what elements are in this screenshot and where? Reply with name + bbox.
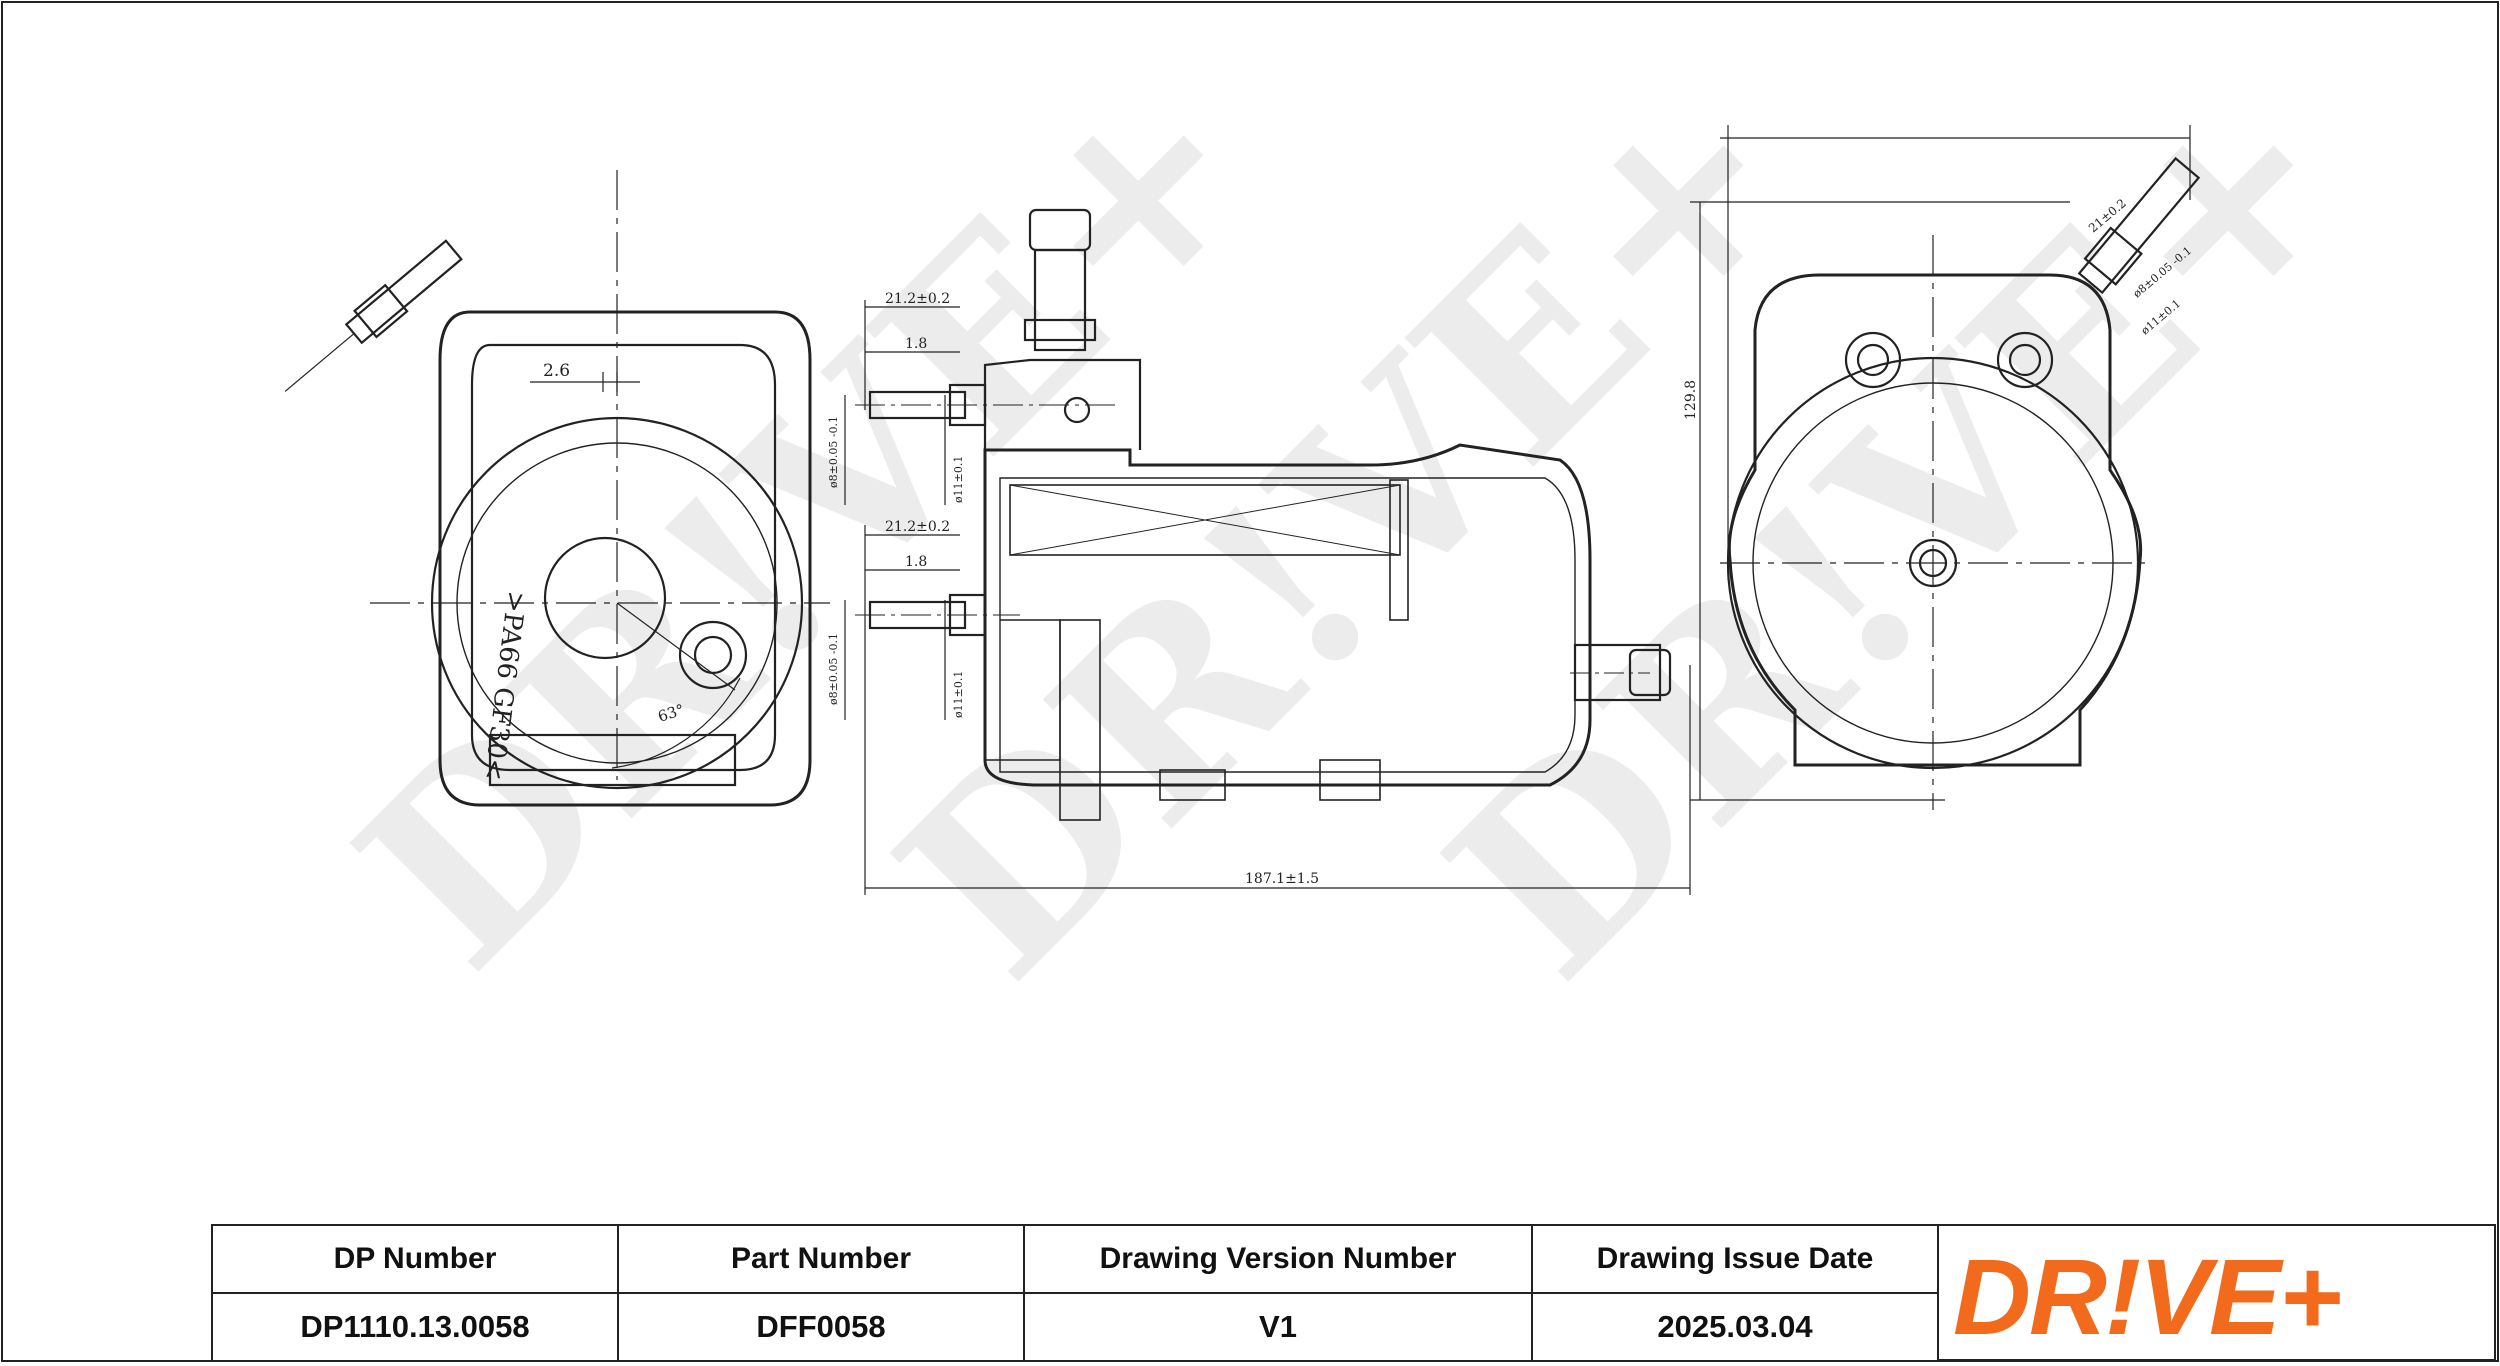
end-right-port: [1996, 331, 2054, 389]
side-lower-port-length: 21.2±0.2: [885, 519, 950, 535]
side-valve-circle: [1063, 396, 1091, 424]
front-bowl-inner-circle: [456, 442, 778, 764]
front-center-circle: [543, 536, 667, 660]
side-upper-port-dia-small: ø8±0.05 -0.1: [827, 416, 840, 488]
side-drain-plate: [1059, 619, 1101, 821]
side-overall-length: 187.1±1.5: [1245, 871, 1319, 887]
side-end-cap: [1389, 479, 1409, 621]
side-lower-port-shoulder: 1.8: [905, 554, 927, 570]
side-filter-element: [1009, 484, 1401, 556]
header-drawing-version: Drawing Version Number: [1023, 1224, 1533, 1294]
side-bottom-clip-1: [1159, 769, 1226, 801]
side-upper-port-dia-large: ø11±0.1: [952, 456, 965, 503]
end-housing-outer: [1727, 273, 2143, 767]
title-block: DP Number Part Number Drawing Version Nu…: [211, 1224, 2496, 1363]
front-port-inner: [693, 635, 733, 675]
side-upper-port-shoulder: 1.8: [905, 336, 927, 352]
header-issue-date: Drawing Issue Date: [1531, 1224, 1939, 1294]
front-angle-arc: [611, 677, 741, 769]
side-lower-port-dia-large: ø11±0.1: [952, 671, 965, 718]
brand-logo: DR!VE+: [1953, 1236, 2342, 1357]
front-dim-gap: 2.6: [543, 361, 570, 381]
side-body-outer: [983, 443, 1592, 787]
title-block-table: DP Number Part Number Drawing Version Nu…: [211, 1224, 1939, 1362]
end-center-port: [1908, 538, 1958, 588]
watermark: DR!VE+ DR!VE+ DR!VE+: [304, 16, 2400, 1032]
end-angled-nozzle: [2077, 156, 2201, 295]
front-nozzle: [284, 239, 463, 392]
side-lower-port-dia-small: ø8±0.05 -0.1: [827, 633, 840, 705]
front-housing-outer: [438, 310, 812, 807]
header-part-number: Part Number: [617, 1224, 1025, 1294]
front-bowl-circle: [430, 416, 804, 790]
brand-logo-text: DR!VE+: [1953, 1236, 2340, 1357]
value-part-number: DFF0058: [617, 1292, 1025, 1362]
value-issue-date: 2025.03.04: [1531, 1292, 1939, 1362]
side-top-nozzle-collar: [1023, 318, 1097, 342]
side-bottom-clip-2: [1319, 759, 1381, 801]
front-angle-line: [616, 602, 736, 691]
end-left-port: [1844, 331, 1902, 389]
front-bottom-clip: [488, 733, 737, 787]
front-port-circle: [678, 620, 748, 690]
side-view: [844, 208, 1691, 895]
front-housing-inner: [470, 343, 777, 772]
brand-logo-cell: DR!VE+: [1937, 1224, 2496, 1361]
side-top-nozzle: [1033, 248, 1087, 352]
header-dp-number: DP Number: [211, 1224, 619, 1294]
side-upper-port-length: 21.2±0.2: [885, 291, 950, 307]
end-bowl-inner-circle: [1752, 382, 2114, 744]
side-body-inner: [999, 477, 1576, 773]
value-drawing-version: V1: [1023, 1292, 1533, 1362]
end-height-label: 129.8: [1683, 380, 1699, 420]
value-dp-number: DP1110.13.0058: [211, 1292, 619, 1362]
end-view: [1690, 125, 2201, 810]
